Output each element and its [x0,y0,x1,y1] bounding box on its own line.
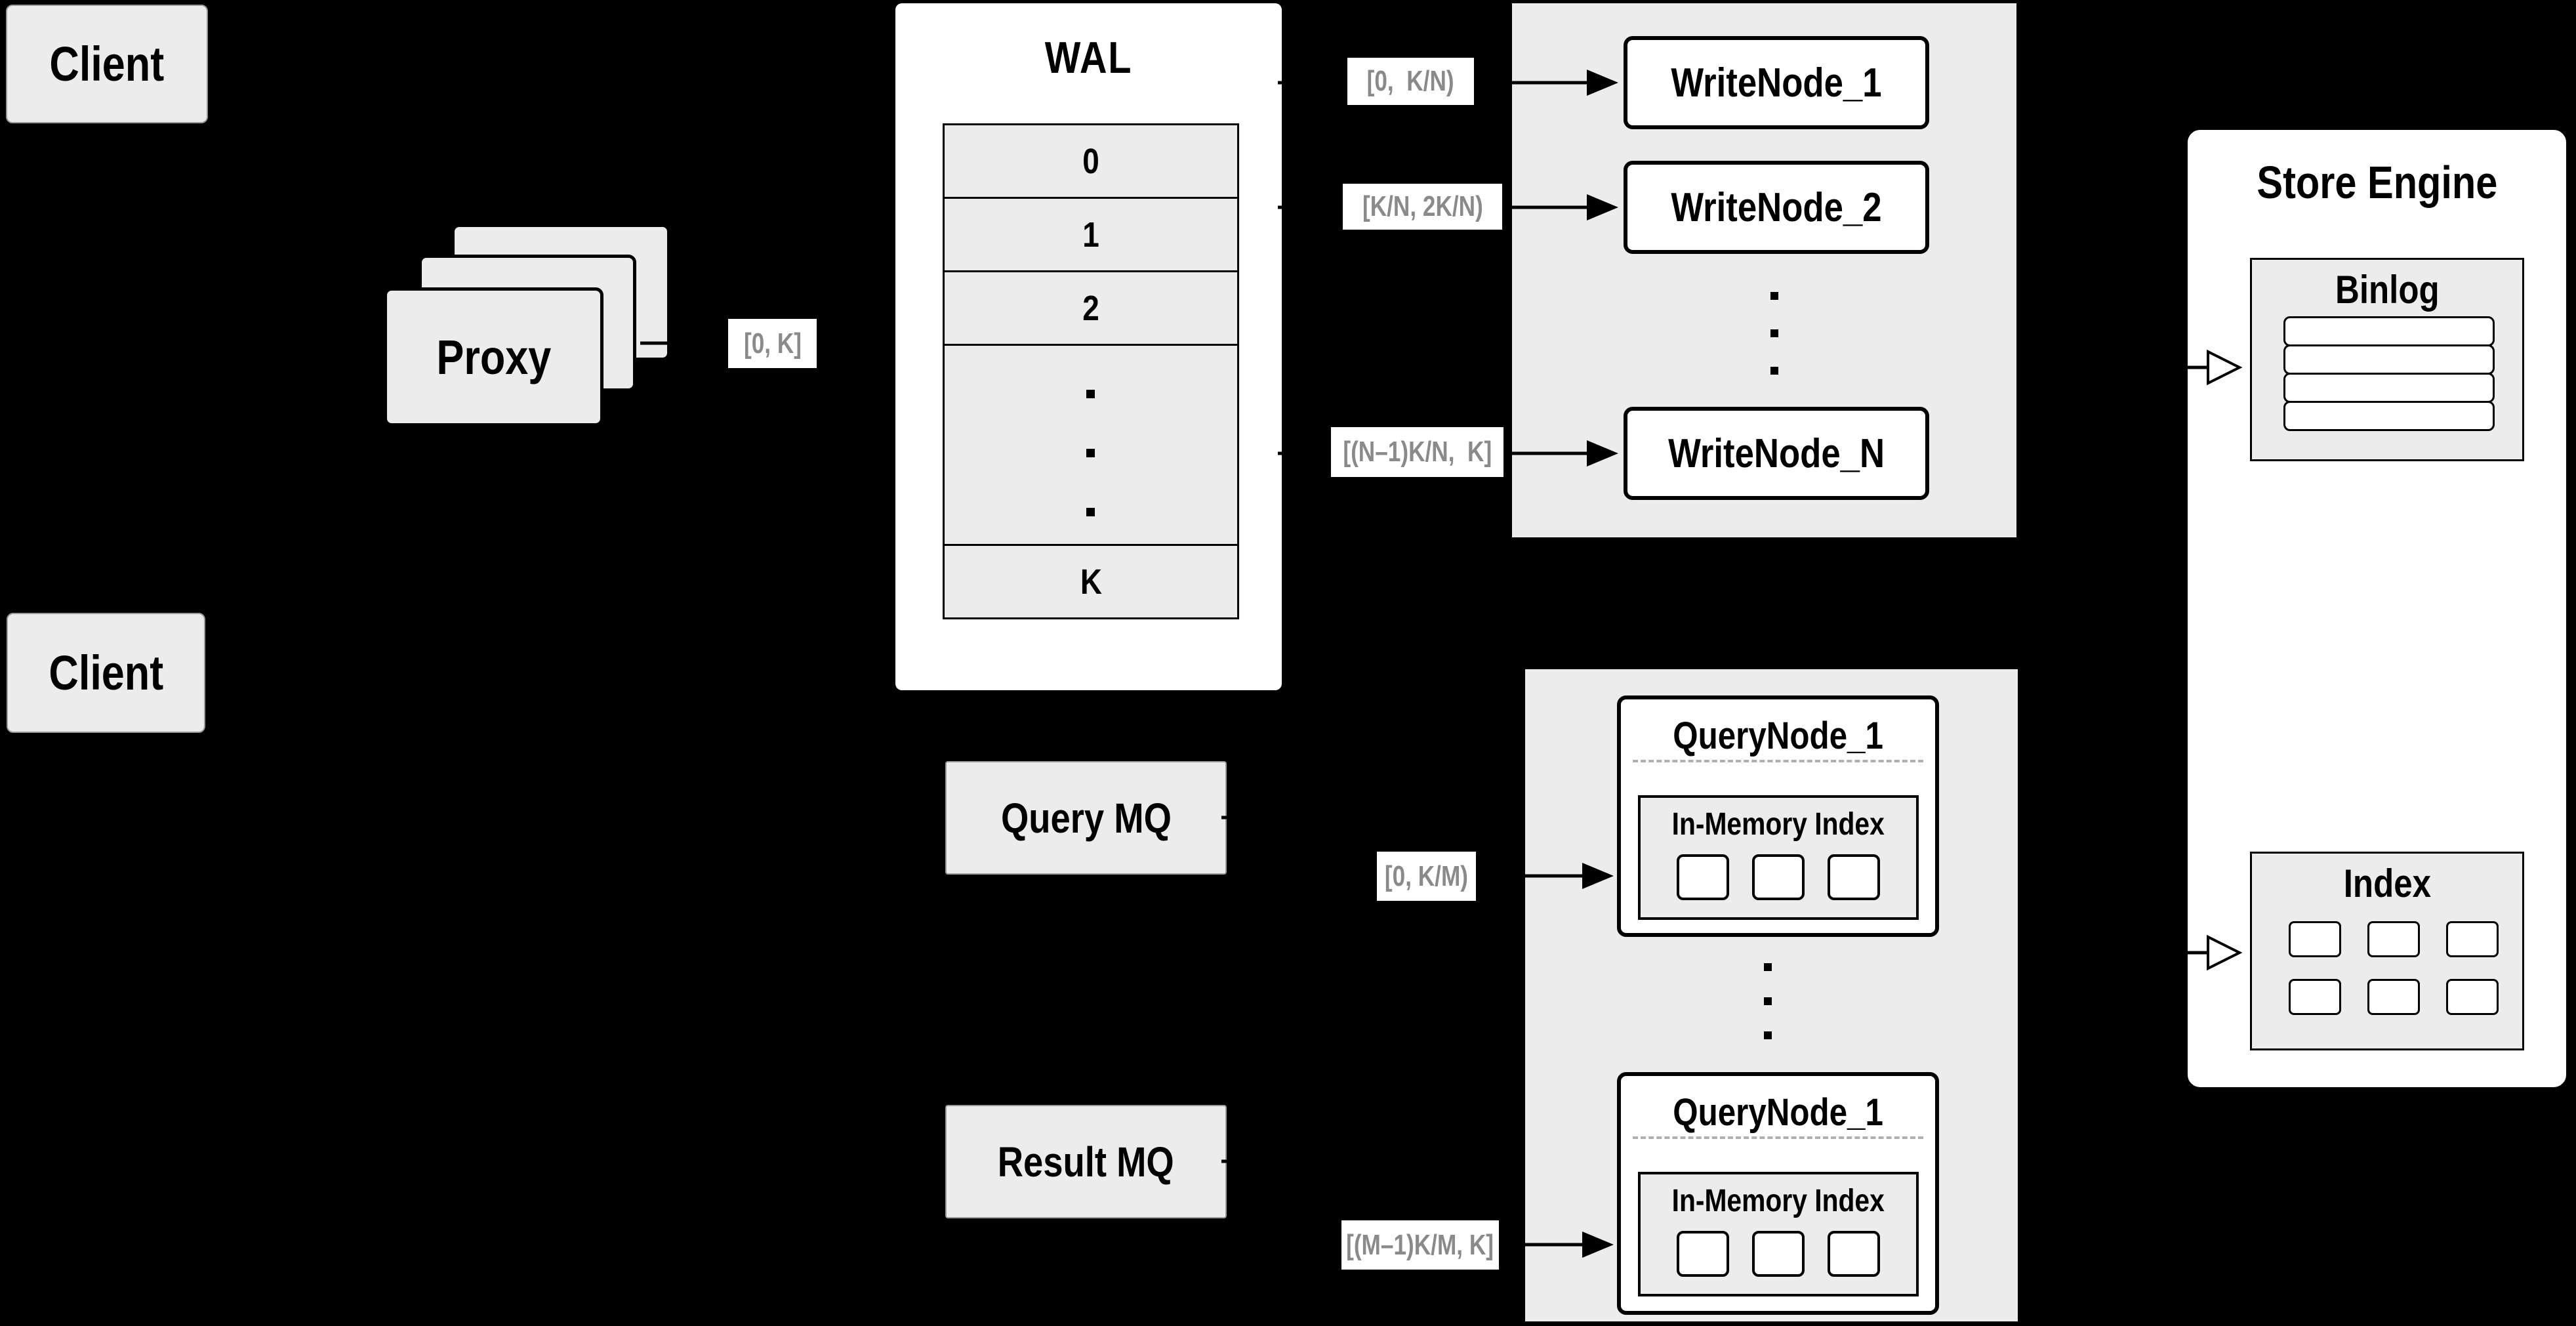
index-segment [1677,1231,1729,1277]
wal-ellipsis-dot [1086,390,1095,398]
write-nodes-ellipsis-dot [1770,329,1778,337]
binlog-row [2283,316,2495,346]
index-title: Index [2343,861,2431,905]
client-top-label: Client [49,37,165,91]
client-top-box: Client [6,5,208,123]
store-engine-panel: Store Engine Binlog Index [2186,128,2568,1089]
result-mq-label: Result MQ [998,1138,1174,1186]
proxy-box-front: Proxy [384,287,603,426]
write-node-1: WriteNode_1 [1624,36,1929,129]
wal-row-k: K [943,544,1239,619]
index-file [2367,921,2420,957]
query-node-m-title: QueryNode_1 [1673,1091,1883,1134]
edge-label-query-1: [0, K/M) [1377,852,1476,901]
index-file [2289,921,2341,957]
wal-row-1: 1 [943,197,1239,272]
query-mq-box: Query MQ [945,761,1227,875]
index-segment [1752,854,1805,900]
query-node-m-separator [1633,1136,1923,1139]
index-segment [1677,854,1729,900]
wal-title: WAL [1044,33,1133,83]
in-memory-index-m: In-Memory Index [1638,1172,1919,1296]
wal-ellipsis-dot [1086,508,1095,516]
edge-label-write-n: [(N–1)K/N, K] [1331,427,1503,477]
wal-row-2: 2 [943,270,1239,346]
index-file [2367,979,2420,1015]
result-mq-box: Result MQ [945,1105,1227,1218]
edge-label-proxy-wal: [0, K] [728,319,817,368]
query-nodes-ellipsis-dot [1764,1031,1772,1039]
store-engine-title: Store Engine [2257,157,2497,208]
write-nodes-ellipsis-dot [1770,367,1778,375]
wal-row-0: 0 [943,123,1239,199]
write-node-2: WriteNode_2 [1624,161,1929,254]
write-node-n: WriteNode_N [1624,407,1929,500]
wal-ellipsis-dot [1086,449,1095,457]
client-bottom-box: Client [7,613,205,733]
edge-label-write-2: [K/N, 2K/N) [1343,184,1502,230]
proxy-label: Proxy [436,329,551,384]
arrowhead [862,330,892,356]
write-nodes-ellipsis-dot [1770,292,1778,300]
query-node-1: QueryNode_1 In-Memory Index [1617,695,1939,937]
client-bottom-label: Client [49,646,163,700]
index-file [2446,921,2499,957]
index-segment [1752,1231,1805,1277]
index-segment [1828,854,1880,900]
query-node-1-title: QueryNode_1 [1673,715,1883,757]
query-nodes-ellipsis-dot [1764,963,1772,971]
query-node-m: QueryNode_1 In-Memory Index [1617,1072,1939,1315]
index-segment [1828,1231,1880,1277]
index-file [2446,979,2499,1015]
query-mq-label: Query MQ [1000,794,1172,842]
binlog-row [2283,373,2495,403]
in-memory-index-1: In-Memory Index [1638,795,1919,920]
index-box: Index [2250,852,2524,1050]
index-file [2289,979,2341,1015]
binlog-row [2283,401,2495,431]
binlog-box: Binlog [2250,258,2524,461]
edge-label-write-1: [0, K/N) [1347,58,1474,105]
binlog-title: Binlog [2335,267,2440,312]
query-nodes-ellipsis-dot [1764,997,1772,1005]
edge-label-query-m: [(M–1)K/M, K] [1341,1220,1499,1270]
binlog-row [2283,344,2495,375]
query-node-1-separator [1633,760,1923,762]
